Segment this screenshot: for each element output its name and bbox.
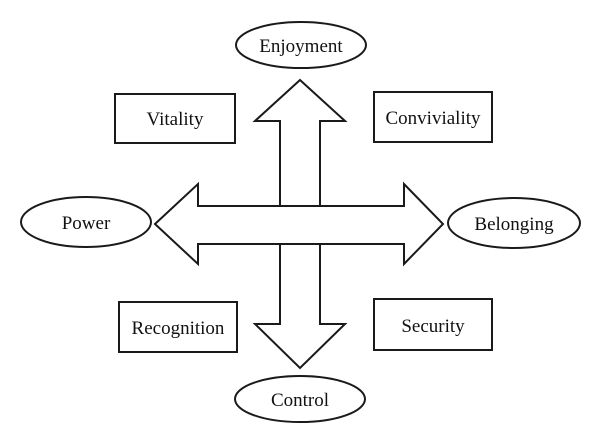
quadrant-security: Security bbox=[373, 298, 493, 351]
quadrant-vitality-label: Vitality bbox=[147, 109, 204, 130]
node-power-label: Power bbox=[62, 213, 111, 234]
quadrant-conviviality-label: Conviviality bbox=[386, 108, 482, 129]
quadrant-recognition: Recognition bbox=[118, 301, 238, 353]
node-enjoyment-label: Enjoyment bbox=[259, 36, 343, 57]
node-control: Control bbox=[234, 375, 366, 423]
node-control-label: Control bbox=[271, 390, 329, 411]
quadrant-conviviality: Conviviality bbox=[373, 91, 493, 143]
node-belonging: Belonging bbox=[447, 197, 581, 249]
quadrant-vitality: Vitality bbox=[114, 93, 236, 144]
quadrant-recognition-label: Recognition bbox=[132, 318, 225, 339]
node-enjoyment: Enjoyment bbox=[235, 21, 367, 69]
node-power: Power bbox=[20, 196, 152, 248]
cross-center bbox=[281, 207, 319, 243]
node-belonging-label: Belonging bbox=[474, 214, 554, 235]
quadrant-security-label: Security bbox=[401, 316, 465, 337]
